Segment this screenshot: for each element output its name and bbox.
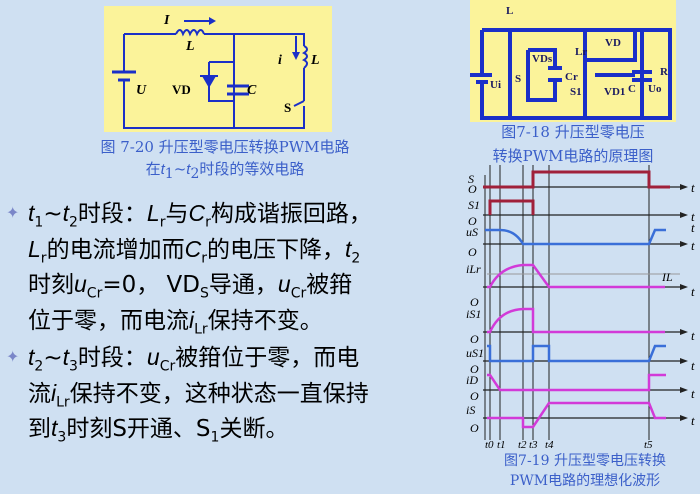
label-IL: IL bbox=[661, 270, 673, 284]
label-IL: I bbox=[163, 13, 170, 28]
svg-text:t: t bbox=[691, 238, 695, 253]
label-Uo: Uo bbox=[648, 83, 662, 95]
time-t1: t1 bbox=[497, 439, 506, 451]
time-t2: t2 bbox=[518, 439, 527, 451]
label-L: L bbox=[506, 5, 513, 17]
row-label-iLr: iLr bbox=[466, 262, 481, 276]
fig-7-18-caption: 图7-18 升压型零电压 转换PWM电路的原理图 bbox=[492, 123, 654, 165]
label-Lr: Lr bbox=[575, 46, 587, 58]
row-label-iS1: iS1 bbox=[466, 307, 481, 321]
label-Cr: C bbox=[247, 83, 257, 98]
svg-text:t: t bbox=[691, 358, 695, 373]
bullet-icon: ✦ bbox=[6, 203, 20, 222]
label-L: L bbox=[185, 39, 195, 54]
label-iLr: i bbox=[278, 53, 282, 68]
label-Lr: L bbox=[310, 53, 320, 68]
label-Ui: Ui bbox=[490, 79, 501, 91]
svg-text:t: t bbox=[691, 328, 695, 343]
svg-text:O: O bbox=[470, 362, 479, 376]
svg-text:t: t bbox=[691, 220, 695, 235]
label-S: S bbox=[515, 73, 521, 85]
row-label-S: S bbox=[468, 172, 474, 186]
svg-text:t: t bbox=[691, 209, 695, 224]
fig-7-20-circuit: I L L i U C VD S bbox=[104, 6, 332, 132]
time-t5: t5 bbox=[644, 439, 653, 451]
label-Cr: Cr bbox=[565, 71, 578, 83]
fig-7-19-caption: 图7-19 升压型零电压转换 PWM电路的理想化波形 bbox=[504, 453, 666, 489]
label-Ui: U bbox=[136, 83, 147, 98]
row-label-iD: iD bbox=[466, 373, 478, 387]
fig-7-20-caption: 图 7-20 升压型零电压转换PWM电路 在t1~t2时段的等效电路 bbox=[100, 138, 350, 182]
fig-7-18-circuit: L VD VD1 VDs Cr Lr S S1 C Uo R Ui bbox=[470, 0, 676, 122]
row-label-iS: iS bbox=[466, 403, 475, 417]
svg-text:O: O bbox=[468, 182, 477, 196]
bullet-t1-t2: ✦t1~t2时段：Lr与Cr构成谐振回路，Lr的电流增加而Cr的电压下降，t2时… bbox=[0, 196, 372, 338]
svg-text:O: O bbox=[470, 389, 479, 403]
label-VD: VD bbox=[605, 37, 621, 49]
time-t3: t3 bbox=[529, 439, 538, 451]
row-label-S1: S1 bbox=[468, 198, 480, 212]
svg-text:t: t bbox=[691, 284, 695, 299]
label-S1: S1 bbox=[570, 86, 582, 98]
row-label-uS1: uS1 bbox=[466, 346, 484, 360]
label-R: R bbox=[660, 66, 669, 78]
label-VDs: VD bbox=[172, 82, 191, 97]
svg-text:O: O bbox=[470, 332, 479, 346]
svg-text:t: t bbox=[691, 180, 695, 195]
svg-text:O: O bbox=[468, 245, 477, 259]
bullet-icon: ✦ bbox=[6, 347, 20, 366]
label-VD1: VD1 bbox=[604, 86, 625, 98]
label-C: C bbox=[628, 83, 636, 95]
time-t4: t4 bbox=[545, 439, 554, 451]
svg-text:O: O bbox=[468, 214, 477, 228]
label-S1: S bbox=[284, 100, 291, 115]
time-t0: t0 bbox=[485, 439, 494, 451]
svg-text:t: t bbox=[691, 386, 695, 401]
svg-text:O: O bbox=[470, 295, 479, 309]
svg-text:O: O bbox=[470, 421, 479, 435]
label-VDs: VDs bbox=[532, 53, 553, 65]
body-text: ✦t1~t2时段：Lr与Cr构成谐振回路，Lr的电流增加而Cr的电压下降，t2时… bbox=[0, 196, 372, 447]
bullet-t2-t3: ✦t2~t3时段：uCr被箝位于零，而电流iLr保持不变，这种状态一直保持到t3… bbox=[0, 340, 372, 447]
row-label-uS: uS bbox=[466, 225, 478, 239]
svg-text:t: t bbox=[691, 413, 695, 428]
